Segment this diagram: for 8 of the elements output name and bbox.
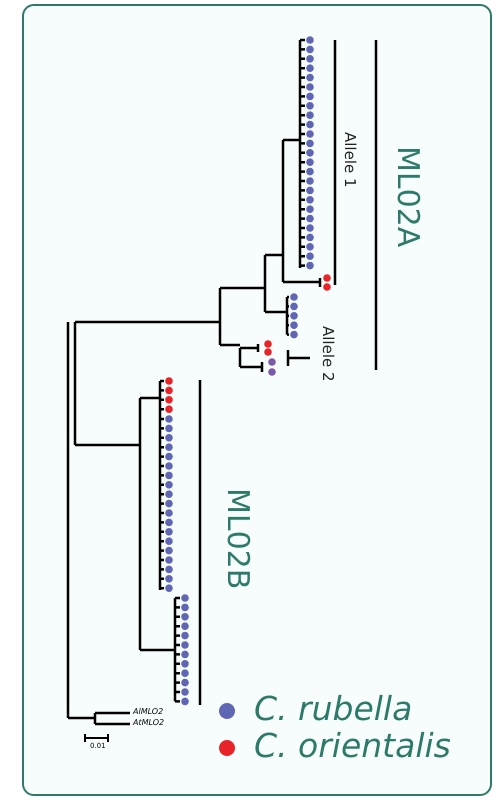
clade-label: Allele 2 bbox=[320, 326, 335, 382]
gene-label: ML02B bbox=[222, 488, 252, 590]
legend-label: C. orientalis bbox=[254, 729, 451, 762]
taxon-label: AtMLO2 bbox=[133, 719, 164, 727]
gene-label: ML02A bbox=[392, 146, 422, 248]
legend-label: C. rubella bbox=[254, 692, 412, 725]
taxon-label: AlMLO2 bbox=[133, 708, 164, 716]
clade-label: Allele 1 bbox=[342, 132, 357, 188]
